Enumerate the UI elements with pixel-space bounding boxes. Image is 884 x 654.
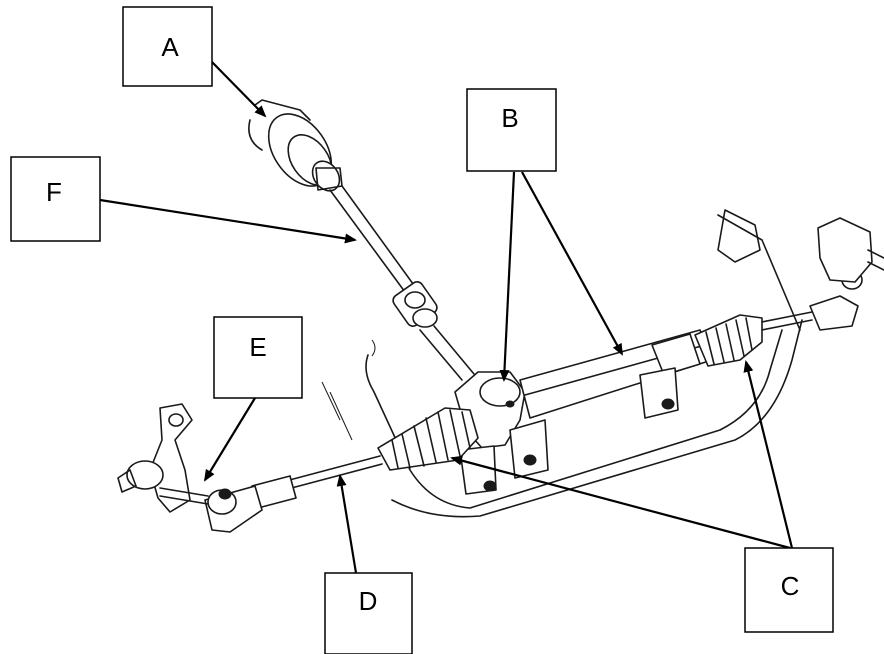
leader-b-pinion [504,172,514,380]
label-f-text: F [46,177,62,207]
leader-lines [100,62,792,573]
leader-e [205,398,255,480]
leader-d [340,476,356,573]
left-tie-rod-end [205,486,262,532]
label-box-a: A [123,7,212,86]
leader-b-rack [522,172,622,354]
leader-c-left [452,458,790,548]
label-box-b: B [467,89,556,171]
right-tie-rod [762,218,884,330]
left-tie-rod [252,456,382,508]
label-box-d: D [325,573,412,654]
subframe-outline [322,210,802,517]
label-b-text: B [501,103,518,133]
label-c-text: C [781,571,800,601]
label-a-text: A [161,32,179,62]
label-d-text: D [359,586,378,616]
leader-c-right [746,362,792,548]
right-rack-boot [695,315,762,366]
label-box-e: E [214,317,302,398]
intermediate-shaft [330,186,474,380]
label-e-text: E [249,332,266,362]
label-box-f: F [11,157,100,241]
leader-f [100,200,355,240]
label-box-c: C [745,548,833,632]
left-knuckle-arm [118,404,208,512]
leader-a [212,62,265,116]
